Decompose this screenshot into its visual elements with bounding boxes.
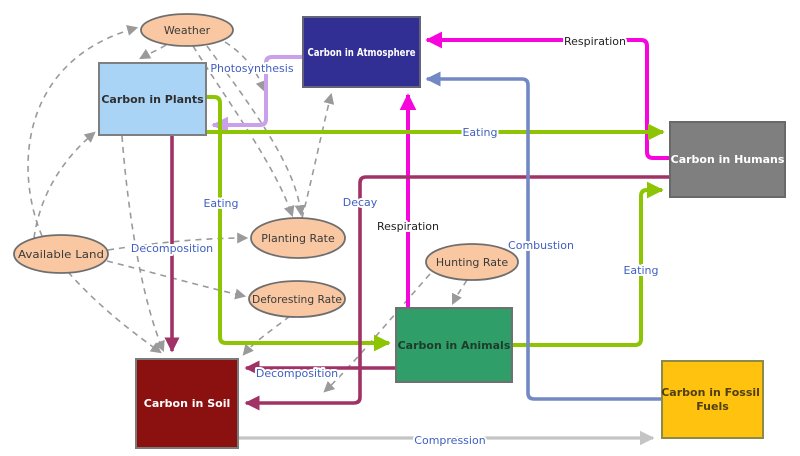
flow-decay-humans-soil[interactable]	[244, 175, 670, 411]
flow-label-compression: Compression	[414, 434, 485, 447]
flow-combustion-fossil-atmosphere[interactable]	[425, 71, 662, 401]
stock-carbon-in-humans[interactable]: Carbon in Humans	[669, 121, 786, 198]
stock-carbon-in-atmosphere[interactable]: Carbon in Atmosphere	[302, 16, 421, 88]
stock-label-soil: Carbon in Soil	[144, 397, 230, 410]
flows	[164, 31, 670, 446]
influence-link-weather-photosynthesis	[224, 41, 267, 93]
stock-label-fossil: Carbon in Fossil Fuels	[661, 386, 764, 413]
flow-label-eating-left: Eating	[203, 197, 238, 210]
flow-label-eating-top: Eating	[462, 126, 497, 139]
flow-eating-animals-humans[interactable]	[512, 181, 664, 347]
converter-weather[interactable]: Weather	[140, 13, 234, 47]
stock-label-plants: Carbon in Plants	[101, 93, 204, 106]
influence-link-available-land-soil	[67, 271, 162, 354]
converter-deforesting-rate[interactable]: Deforesting Rate	[248, 280, 346, 318]
flow-label-eating-right: Eating	[623, 264, 658, 277]
flow-photosynthesis-atmosphere-plants[interactable]	[211, 55, 303, 134]
flow-label-decay: Decay	[343, 196, 378, 209]
converter-label-available-land: Available Land	[18, 248, 104, 261]
converter-label-deforesting-rate: Deforesting Rate	[252, 293, 342, 306]
flow-label-photosynthesis: Photosynthesis	[210, 62, 293, 75]
stock-label-atmosphere: Carbon in Atmosphere	[308, 46, 416, 59]
influence-link-available-land-planting-rate	[107, 232, 249, 251]
stock-label-humans: Carbon in Humans	[671, 153, 785, 166]
stock-carbon-in-plants[interactable]: Carbon in Plants	[98, 62, 207, 136]
influence-link-weather-plants	[139, 44, 167, 60]
influence-link-deforesting-rate-soil	[242, 315, 291, 356]
converter-planting-rate[interactable]: Planting Rate	[250, 217, 346, 259]
flow-label-decomposition-left: Decomposition	[131, 242, 213, 255]
stock-label-animals: Carbon in Animals	[398, 339, 511, 352]
influence-link-weather-planting-rate-2	[206, 45, 306, 217]
flow-eating-plants-animals[interactable]	[206, 95, 391, 352]
influence-link-hunting-rate-animals	[452, 279, 468, 305]
stocks: Carbon in Plants Carbon in Atmosphere Ca…	[98, 16, 786, 449]
influence-link-planting-rate-atmosphere	[301, 92, 335, 219]
flow-label-respiration-mid: Respiration	[377, 220, 439, 233]
influence-link-available-land-plants	[33, 131, 96, 239]
flow-respiration-humans-atmosphere[interactable]	[425, 31, 670, 160]
converter-label-planting-rate: Planting Rate	[261, 232, 335, 245]
flow-label-respiration-top: Respiration	[564, 35, 626, 48]
flow-label-decomposition-soil: Decomposition	[256, 367, 338, 380]
stock-carbon-in-fossil-fuels[interactable]: Carbon in Fossil Fuels	[661, 360, 764, 439]
influence-link-available-land-deforesting-rate	[106, 260, 247, 300]
converter-label-hunting-rate: Hunting Rate	[436, 256, 508, 269]
stock-carbon-in-animals[interactable]: Carbon in Animals	[395, 307, 513, 383]
flow-labels: Photosynthesis Respiration Respiration E…	[129, 33, 661, 449]
converters: Weather Available Land Planting Rate Def…	[13, 13, 519, 318]
stock-carbon-in-soil[interactable]: Carbon in Soil	[135, 358, 239, 449]
flow-label-combustion: Combustion	[508, 239, 574, 252]
converter-available-land[interactable]: Available Land	[13, 234, 109, 274]
converter-hunting-rate[interactable]: Hunting Rate	[425, 243, 519, 281]
converter-label-weather: Weather	[164, 24, 211, 37]
